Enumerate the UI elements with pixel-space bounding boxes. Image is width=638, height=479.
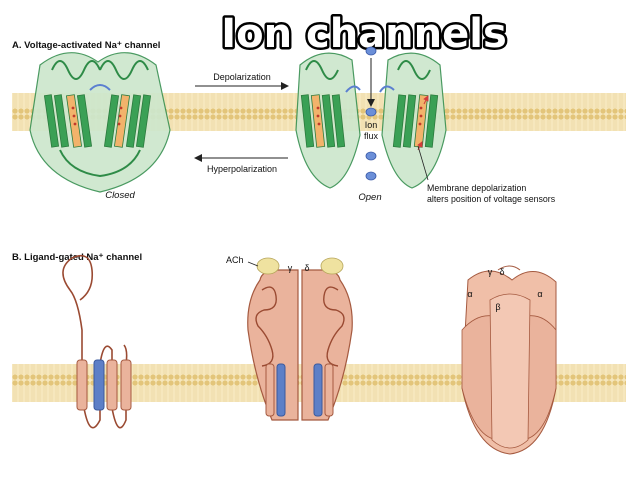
ion-2 [365, 107, 377, 117]
panel-a-voltage-activated: A. Voltage-activated Na⁺ channel [12, 40, 626, 204]
gamma-label-3d: γ [488, 267, 493, 277]
open-label: Open [358, 192, 381, 203]
open-channel [295, 52, 447, 189]
ion-flux-label-line2: flux [364, 131, 379, 141]
panel-a-heading: A. Voltage-activated Na⁺ channel [12, 40, 160, 51]
ion-4 [365, 171, 377, 181]
sodium-ions [365, 46, 377, 181]
sensor-note-line2: alters position of voltage sensors [427, 194, 556, 204]
closed-label: Closed [105, 190, 135, 201]
sensor-note-line1: Membrane depolarization [427, 183, 526, 193]
delta-label: δ [304, 263, 309, 273]
panel-b-heading: B. Ligand-gated Na⁺ channel [12, 252, 142, 263]
ion-flux-label-line1: Ion [365, 120, 378, 130]
closed-channel [29, 52, 171, 193]
delta-label-3d: δ [499, 267, 504, 277]
ach-leader [247, 261, 259, 267]
ach-label: ACh [226, 255, 244, 265]
ion-1 [365, 46, 377, 56]
subunit-topology [62, 254, 132, 429]
slide-title: Ion channels Ion channels [219, 9, 510, 60]
slide-title-text: Ion channels [221, 11, 507, 57]
beta-label: β [495, 302, 500, 312]
ach-molecule-left [256, 257, 280, 275]
receptor-cross-section [247, 257, 353, 421]
ach-molecule-right [320, 257, 344, 275]
ion-3 [365, 151, 377, 161]
alpha-label-left: α [467, 289, 472, 299]
hyperpolarization-label: Hyperpolarization [207, 164, 277, 174]
depolarization-label: Depolarization [213, 72, 271, 82]
alpha-label-right: α [537, 289, 542, 299]
receptor-pentamer-3d [461, 265, 557, 455]
slide-title-outline: Ion channels [221, 11, 507, 57]
panel-b-ligand-gated: B. Ligand-gated Na⁺ channel ACh [12, 252, 626, 455]
gamma-label: γ [288, 263, 293, 273]
sensor-note-leader [417, 145, 429, 181]
